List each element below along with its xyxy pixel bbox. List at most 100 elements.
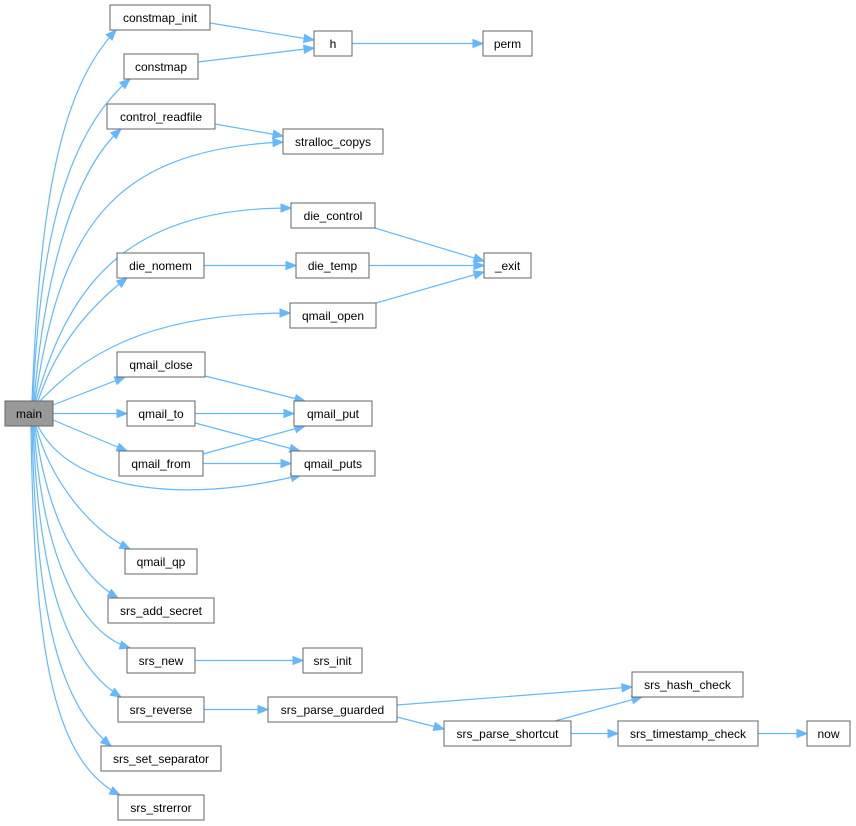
edge-arrowhead bbox=[116, 408, 129, 419]
edge-line bbox=[197, 47, 315, 63]
edge-arrowhead bbox=[108, 786, 122, 796]
node-srs-set-separator[interactable]: srs_set_separator bbox=[100, 745, 222, 772]
edge-arrowhead bbox=[118, 78, 132, 90]
node-label: srs_parse_guarded bbox=[281, 703, 384, 717]
node-srs-timestamp-check[interactable]: srs_timestamp_check bbox=[617, 720, 759, 747]
node-label: stralloc_copys bbox=[295, 135, 371, 149]
edge-qmail_open-to-exit bbox=[375, 270, 486, 304]
edge-arrowhead bbox=[106, 588, 120, 599]
node-label: die_nomem bbox=[129, 259, 192, 273]
node-srs-new[interactable]: srs_new bbox=[126, 647, 196, 674]
node-qmail-open[interactable]: qmail_open bbox=[289, 302, 377, 329]
node-qmail-qp[interactable]: qmail_qp bbox=[124, 548, 198, 575]
edge-main-to-qmail_to bbox=[53, 408, 129, 419]
node-box bbox=[117, 696, 205, 723]
node-perm[interactable]: perm bbox=[482, 30, 533, 57]
edge-arrowhead bbox=[280, 458, 293, 469]
node-label: die_temp bbox=[308, 259, 358, 273]
node-layer: main constmap_init constmap h perm control_re… bbox=[4, 4, 851, 821]
edge-main-to-qmail_from bbox=[52, 419, 129, 452]
edge-srs_parse_shortcut-to-srs_timestamp_check bbox=[571, 728, 620, 739]
edge-srs_reverse-to-srs_parse_guarded bbox=[204, 704, 270, 715]
node-label: control_readfile bbox=[120, 110, 202, 124]
edge-line bbox=[214, 123, 284, 137]
edge-main-to-qmail_close bbox=[52, 376, 127, 406]
edge-qmail_from-to-qmail_puts bbox=[203, 458, 293, 469]
edge-srs_timestamp_check-to-now bbox=[758, 728, 809, 739]
node-box bbox=[293, 400, 373, 427]
node-box bbox=[482, 30, 533, 57]
node-srs-parse-shortcut[interactable]: srs_parse_shortcut bbox=[443, 720, 572, 747]
edge-main-to-stralloc_copys bbox=[34, 137, 285, 402]
node-box bbox=[631, 671, 744, 698]
node-box bbox=[117, 794, 205, 821]
node-box bbox=[806, 720, 851, 747]
node-qmail-to[interactable]: qmail_to bbox=[126, 400, 196, 427]
node-h[interactable]: h bbox=[313, 30, 353, 57]
node-qmail-from[interactable]: qmail_from bbox=[118, 450, 204, 477]
node-box bbox=[282, 128, 384, 155]
node-label: qmail_to bbox=[138, 407, 184, 421]
node-die-nomem[interactable]: die_nomem bbox=[116, 252, 205, 279]
node-label: srs_add_secret bbox=[120, 604, 203, 618]
edge-srs_parse_shortcut-to-srs_hash_check bbox=[554, 695, 644, 722]
edge-qmail_close-to-qmail_put bbox=[204, 375, 307, 404]
node-qmail-close[interactable]: qmail_close bbox=[116, 351, 206, 378]
edge-line bbox=[39, 312, 291, 402]
edge-main-to-srs_new bbox=[33, 425, 132, 650]
node-constmap-init[interactable]: constmap_init bbox=[109, 4, 211, 31]
node-srs-reverse[interactable]: srs_reverse bbox=[117, 696, 205, 723]
node-srs-parse-guarded[interactable]: srs_parse_guarded bbox=[267, 696, 398, 723]
node-srs-init[interactable]: srs_init bbox=[302, 647, 363, 674]
node-box bbox=[290, 202, 376, 229]
edge-arrowhead bbox=[283, 408, 296, 419]
edge-srs_new-to-srs_init bbox=[195, 655, 305, 666]
edge-arrowhead bbox=[110, 128, 123, 140]
node-label: srs_strerror bbox=[130, 801, 191, 815]
node-box bbox=[443, 720, 572, 747]
node-label: qmail_qp bbox=[137, 555, 186, 569]
node-srs-strerror[interactable]: srs_strerror bbox=[117, 794, 205, 821]
edge-line bbox=[209, 22, 315, 41]
node-label: srs_timestamp_check bbox=[630, 727, 747, 741]
edge-arrowhead bbox=[303, 44, 316, 54]
edge-line bbox=[31, 29, 117, 402]
node-label: now bbox=[817, 727, 839, 741]
edge-qmail_to-to-qmail_put bbox=[195, 408, 296, 419]
node-box bbox=[617, 720, 759, 747]
node-exit[interactable]: _exit bbox=[483, 252, 532, 279]
node-stralloc-copys[interactable]: stralloc_copys bbox=[282, 128, 384, 155]
node-label: die_control bbox=[304, 209, 363, 223]
node-srs-add-secret[interactable]: srs_add_secret bbox=[107, 597, 215, 624]
edge-srs_parse_guarded-to-srs_parse_shortcut bbox=[396, 716, 446, 731]
edge-arrowhead bbox=[280, 203, 293, 213]
node-box bbox=[100, 745, 222, 772]
node-die-temp[interactable]: die_temp bbox=[295, 252, 370, 279]
node-main[interactable]: main bbox=[4, 400, 54, 427]
edge-arrowhead bbox=[99, 735, 113, 747]
node-box bbox=[483, 252, 532, 279]
edge-line bbox=[35, 207, 292, 402]
node-box bbox=[124, 548, 198, 575]
edge-main-to-die_control bbox=[35, 203, 293, 402]
edge-die_temp-to-exit bbox=[369, 260, 486, 271]
node-qmail-puts[interactable]: qmail_puts bbox=[290, 450, 376, 477]
node-label: srs_set_separator bbox=[113, 752, 209, 766]
node-srs-hash-check[interactable]: srs_hash_check bbox=[631, 671, 744, 698]
node-now[interactable]: now bbox=[806, 720, 851, 747]
node-qmail-put[interactable]: qmail_put bbox=[293, 400, 373, 427]
edge-arrowhead bbox=[115, 277, 129, 289]
node-die-control[interactable]: die_control bbox=[290, 202, 376, 229]
node-box bbox=[126, 647, 196, 674]
node-label: srs_new bbox=[139, 654, 184, 668]
node-label: srs_hash_check bbox=[644, 678, 732, 692]
edge-die_control-to-exit bbox=[374, 227, 486, 263]
edge-control_readfile-to-stralloc_copys bbox=[214, 123, 285, 139]
node-label: srs_init bbox=[313, 654, 352, 668]
edge-line bbox=[35, 425, 131, 550]
edge-main-to-srs_add_secret bbox=[34, 425, 120, 599]
edge-line bbox=[34, 141, 284, 402]
node-box bbox=[267, 696, 398, 723]
node-constmap[interactable]: constmap bbox=[123, 53, 199, 80]
node-control-readfile[interactable]: control_readfile bbox=[106, 103, 216, 130]
